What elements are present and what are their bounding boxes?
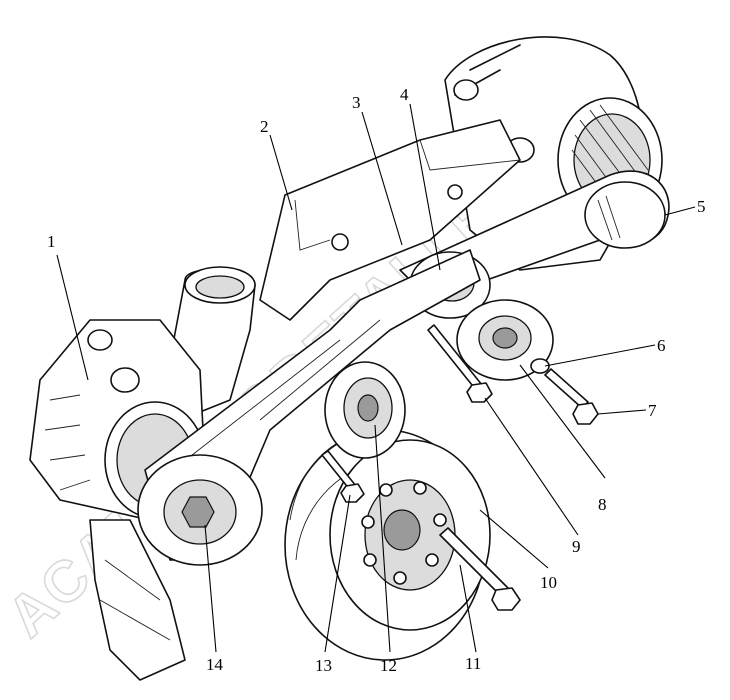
callout-12: 12 [380, 656, 397, 675]
tensioner-pulley [456, 299, 554, 381]
washer-6 [530, 358, 550, 374]
idler-pulley-lower [324, 361, 406, 459]
leader-lines [56, 103, 696, 653]
callout-9: 9 [572, 537, 581, 556]
callout-14: 14 [206, 655, 224, 674]
callout-8: 8 [598, 495, 607, 514]
callout-13: 13 [315, 656, 332, 675]
callout-7: 7 [648, 401, 657, 420]
callout-11: 11 [465, 654, 481, 673]
bolt-7 [544, 368, 589, 409]
crankshaft-damper-pulley [284, 429, 491, 661]
front-pulley [137, 454, 263, 566]
callout-1: 1 [47, 232, 56, 251]
callout-10: 10 [540, 573, 557, 592]
callout-4: 4 [400, 85, 409, 104]
bolts [321, 324, 599, 611]
callout-numbers: 1 2 3 4 5 6 7 8 9 10 11 12 13 14 [47, 85, 706, 675]
callout-2: 2 [260, 117, 269, 136]
callout-5: 5 [697, 197, 706, 216]
callout-3: 3 [352, 93, 361, 112]
mounting-bracket [259, 119, 521, 321]
callout-6: 6 [657, 336, 666, 355]
